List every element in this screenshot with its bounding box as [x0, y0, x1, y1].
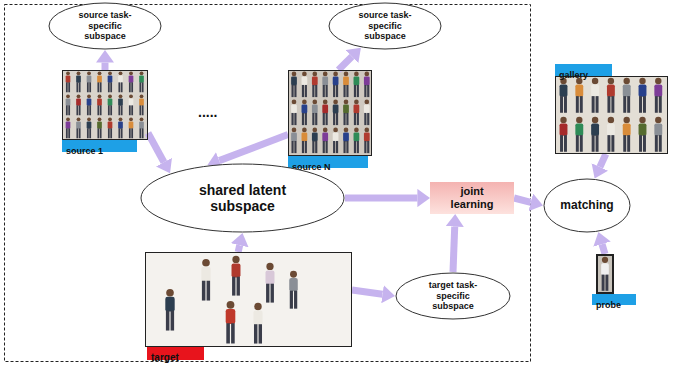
target-photo [145, 252, 352, 347]
image-panel: source 1 [62, 70, 148, 140]
text-holder: matching [560, 199, 613, 213]
process-box: joint learning [430, 182, 514, 214]
gallery-collage [555, 76, 668, 154]
image-tag: source N [288, 156, 368, 168]
flow-arrow [352, 290, 383, 294]
image-panel: source N [288, 70, 372, 156]
flow-arrow [338, 57, 352, 70]
text-holder: shared latent subspace [183, 182, 303, 214]
node-label: source task-specific subspace [352, 10, 418, 41]
text-holder: joint learning [441, 185, 503, 210]
text-holder: target task-specific subspace [420, 280, 486, 311]
flow-arrow [219, 135, 288, 161]
flow-arrow [514, 198, 531, 202]
flow-arrow [345, 195, 417, 202]
flow-arrow [602, 244, 605, 254]
task-subspace-ellipse: source task-specific subspace [48, 2, 162, 50]
text-holder: source task-specific subspace [72, 10, 138, 41]
task-subspace-ellipse: target task-specific subspace [395, 272, 511, 320]
image-tag: gallery [555, 64, 612, 76]
node-label: shared latent subspace [183, 182, 303, 214]
flow-arrow [600, 154, 606, 167]
node-label: matching [560, 199, 613, 213]
task-subspace-ellipse: source task-specific subspace [328, 2, 442, 50]
text-holder: source task-specific subspace [352, 10, 418, 41]
flow-arrow [102, 63, 109, 70]
shared-subspace-ellipse: shared latent subspace [140, 163, 345, 233]
flow-arrow [148, 133, 164, 162]
tag-label: probe [596, 300, 621, 310]
flow-arrow [238, 245, 240, 252]
image-panel: target [145, 252, 352, 347]
matching-ellipse: matching [543, 178, 631, 233]
ellipsis-mark: ..... [198, 104, 217, 120]
node-label: source task-specific subspace [72, 10, 138, 41]
tag-label: target [151, 352, 179, 363]
image-tag: source 1 [62, 140, 137, 152]
dashed-frame [5, 5, 531, 362]
probe-photo [596, 254, 614, 294]
tag-label: source 1 [66, 146, 103, 156]
source-1-collage [62, 70, 148, 140]
flow-arrow [453, 227, 455, 272]
image-tag: probe [592, 294, 636, 305]
node-label: joint learning [441, 185, 503, 210]
tag-label: gallery [559, 70, 588, 80]
probe-panel: probe [596, 254, 614, 294]
image-tag: target [147, 347, 204, 360]
image-panel: gallery [555, 76, 668, 154]
source-n-collage [288, 70, 372, 156]
node-label: target task-specific subspace [420, 280, 486, 311]
